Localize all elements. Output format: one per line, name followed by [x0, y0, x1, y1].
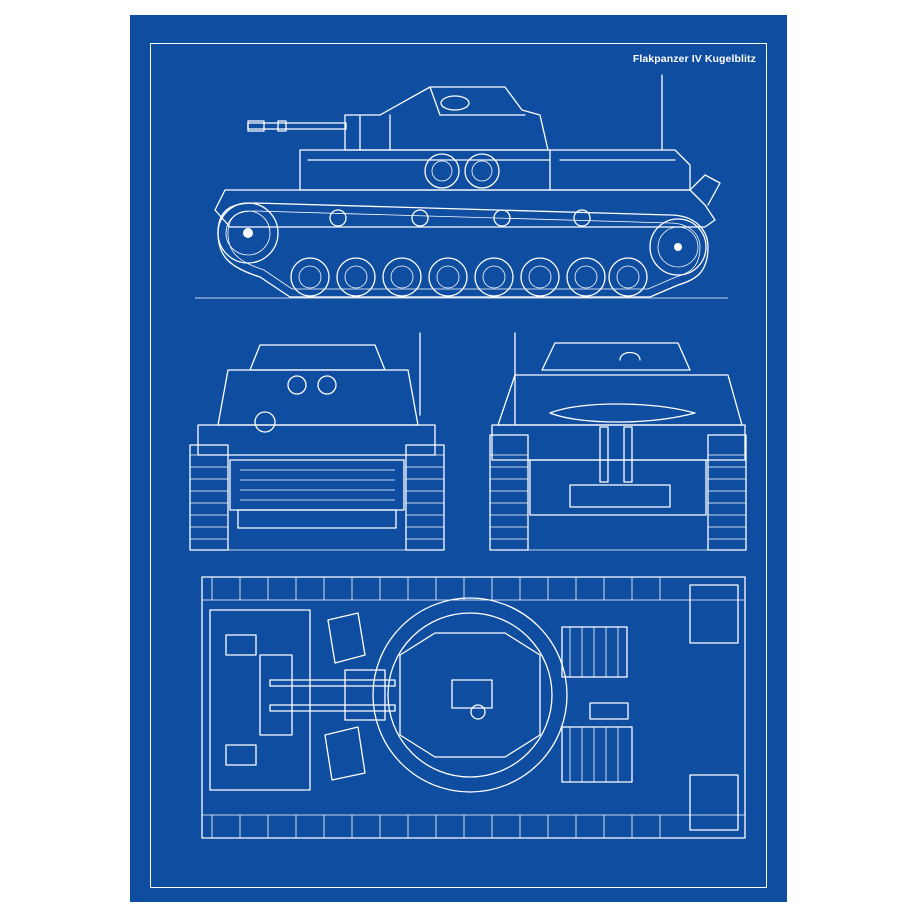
- blueprint-frame: [150, 43, 767, 888]
- blueprint-drawings: [189, 74, 747, 839]
- blueprint-poster: Flakpanzer IV Kugelblitz: [130, 15, 787, 902]
- rear-view: [489, 332, 747, 551]
- top-view: [201, 576, 746, 839]
- front-view: [189, 332, 445, 551]
- road-wheels: [290, 257, 648, 297]
- side-view: [195, 74, 728, 299]
- blueprint-title: Flakpanzer IV Kugelblitz: [632, 53, 756, 65]
